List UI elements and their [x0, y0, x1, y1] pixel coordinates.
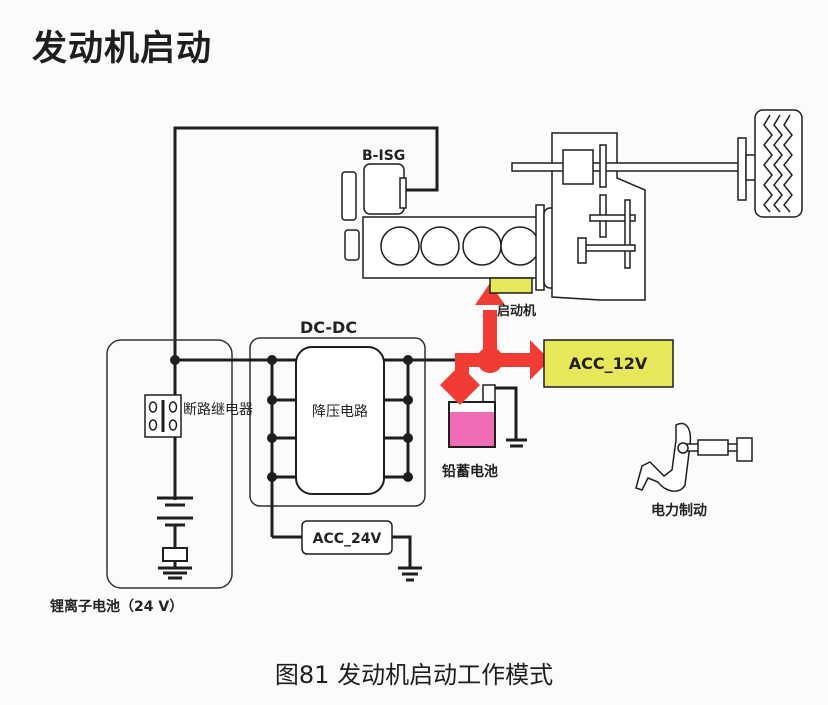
lead-battery-label: 铅蓄电池 [441, 463, 498, 480]
acc-12v-box [543, 339, 674, 388]
dcdc-label: DC-DC [300, 318, 357, 337]
li-battery-enclosure [106, 339, 233, 589]
relay-label: 断路继电器 [183, 402, 253, 418]
dcdc-enclosure [249, 337, 426, 507]
transmission-icon [511, 132, 743, 301]
page-title: 发动机启动 [32, 29, 213, 69]
li-battery-label: 锂离子电池（24 V） [50, 598, 183, 615]
relay-icon [144, 394, 182, 438]
bisg-label: B-ISG [362, 148, 405, 164]
buck-circuit-box [295, 346, 385, 495]
lead-battery-icon [448, 384, 496, 448]
energy-flow-arrows [440, 283, 555, 405]
buck-circuit-label: 降压电路 [312, 404, 368, 420]
acc-24v-label: ACC_24V [313, 531, 382, 547]
engine-icon [341, 163, 575, 294]
electric-brake-label: 电力制动 [651, 502, 707, 519]
acc-24v-box [301, 520, 393, 555]
junction-dots [170, 355, 413, 482]
figure-caption: 图81 发动机启动工作模式 [274, 661, 554, 689]
li-battery-cells-icon [157, 496, 193, 580]
wire-battery-to-bisg [173, 126, 439, 360]
brake-pedal-icon [635, 422, 753, 492]
acc-12v-label: ACC_12V [569, 354, 648, 373]
wheel-icon [737, 109, 803, 218]
starter-label: 启动机 [497, 303, 536, 319]
